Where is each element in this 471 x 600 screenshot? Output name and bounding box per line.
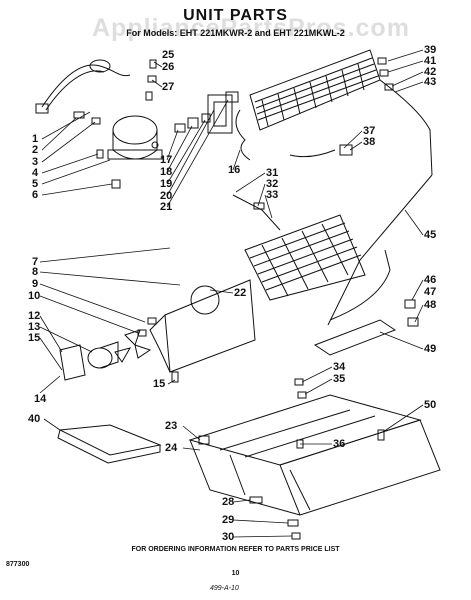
callout-label: 15 xyxy=(28,332,41,344)
fan-blade xyxy=(114,329,152,363)
callout-label: 24 xyxy=(165,442,178,454)
watermark: AppliancePartsPros.com xyxy=(92,14,410,42)
page-number: 10 xyxy=(231,570,240,577)
diagram-code: 877300 xyxy=(6,561,30,568)
callout-label: 14 xyxy=(34,393,47,405)
callout-label: 20 xyxy=(160,190,173,202)
callout-label: 3 xyxy=(32,156,39,168)
tube xyxy=(379,79,433,176)
overload xyxy=(187,117,199,129)
clip xyxy=(407,317,419,327)
callout-label: 42 xyxy=(424,66,437,78)
callout-label: 36 xyxy=(333,438,346,450)
callout-label: 50 xyxy=(424,399,437,411)
callout-label: 34 xyxy=(333,361,346,373)
callout-label: 6 xyxy=(32,189,39,201)
callout-label: 23 xyxy=(165,420,178,432)
clip xyxy=(147,317,157,325)
grommet xyxy=(198,435,210,445)
screw xyxy=(404,299,416,309)
compressor xyxy=(107,115,163,160)
evaporator-coil xyxy=(244,214,366,301)
page-title: UNIT PARTS xyxy=(183,7,288,24)
screw xyxy=(171,371,179,383)
clip xyxy=(145,91,153,101)
callout-label: 1 xyxy=(32,133,39,145)
clip xyxy=(384,83,394,91)
screw xyxy=(377,429,385,441)
callout-label: 4 xyxy=(32,167,39,179)
callout-label: 2 xyxy=(32,144,39,156)
cord-clip xyxy=(91,117,101,125)
relay xyxy=(174,123,186,133)
water-pan xyxy=(57,424,162,464)
cord-clip xyxy=(73,111,85,119)
callout-label: 47 xyxy=(424,286,437,298)
tube xyxy=(289,149,336,158)
clip xyxy=(201,113,211,123)
callout-label: 49 xyxy=(424,343,437,355)
power-cord xyxy=(35,59,131,114)
fan-motor xyxy=(59,341,119,381)
callout-label: 30 xyxy=(222,531,235,543)
callout-label: 35 xyxy=(333,373,346,385)
callout-label: 22 xyxy=(234,287,247,299)
callout-label: 46 xyxy=(424,274,437,286)
callout-label: 12 xyxy=(28,310,41,322)
clip xyxy=(287,519,299,527)
suction-tube xyxy=(327,174,433,326)
clip xyxy=(294,378,304,386)
callout-label: 19 xyxy=(160,178,173,190)
callout-label: 13 xyxy=(28,321,41,333)
callout-label: 45 xyxy=(424,229,437,241)
callout-label: 39 xyxy=(424,44,437,56)
callout-label: 33 xyxy=(266,189,279,201)
screw xyxy=(149,59,157,69)
callout-label: 16 xyxy=(228,164,241,176)
screw xyxy=(291,532,301,540)
callout-label: 29 xyxy=(222,514,235,526)
callout-label: 38 xyxy=(363,136,376,148)
callout-label: 9 xyxy=(32,278,39,290)
ordering-note: FOR ORDERING INFORMATION REFER TO PARTS … xyxy=(131,546,340,553)
callout-label: 15 xyxy=(153,378,166,390)
grommet xyxy=(111,179,121,189)
callout-label: 17 xyxy=(160,154,173,166)
condenser-coil xyxy=(235,49,381,161)
callout-label: 7 xyxy=(32,256,39,268)
leader-lines xyxy=(39,49,424,538)
drier xyxy=(339,144,353,156)
callout-label: 43 xyxy=(424,76,437,88)
tube xyxy=(232,194,281,231)
callout-label: 27 xyxy=(162,81,175,93)
base-frame xyxy=(188,394,441,516)
callout-label: 28 xyxy=(222,496,235,508)
clip xyxy=(225,91,239,103)
callout-label: 18 xyxy=(160,166,173,178)
callout-label: 40 xyxy=(28,413,41,425)
screw xyxy=(377,57,387,65)
callout-label: 48 xyxy=(424,299,437,311)
callout-label: 21 xyxy=(160,201,173,213)
drain-pan xyxy=(313,319,397,356)
bracket xyxy=(207,94,233,134)
callout-label: 41 xyxy=(424,55,437,67)
callout-label: 26 xyxy=(162,61,175,73)
callout-label: 10 xyxy=(28,290,41,302)
clip xyxy=(297,391,307,399)
callout-label: 31 xyxy=(266,167,279,179)
clip xyxy=(379,69,389,77)
callout-label: 8 xyxy=(32,266,39,278)
callout-label: 5 xyxy=(32,178,39,190)
clip xyxy=(147,75,157,83)
callout-label: 25 xyxy=(162,49,175,61)
callout-label: 37 xyxy=(363,125,376,137)
tube xyxy=(329,249,391,321)
model-subtitle: For Models: EHT 221MKWR-2 and EHT 221MKW… xyxy=(126,28,345,38)
callout-label: 32 xyxy=(266,178,279,190)
handwritten-note: 499-A-10 xyxy=(210,585,239,592)
